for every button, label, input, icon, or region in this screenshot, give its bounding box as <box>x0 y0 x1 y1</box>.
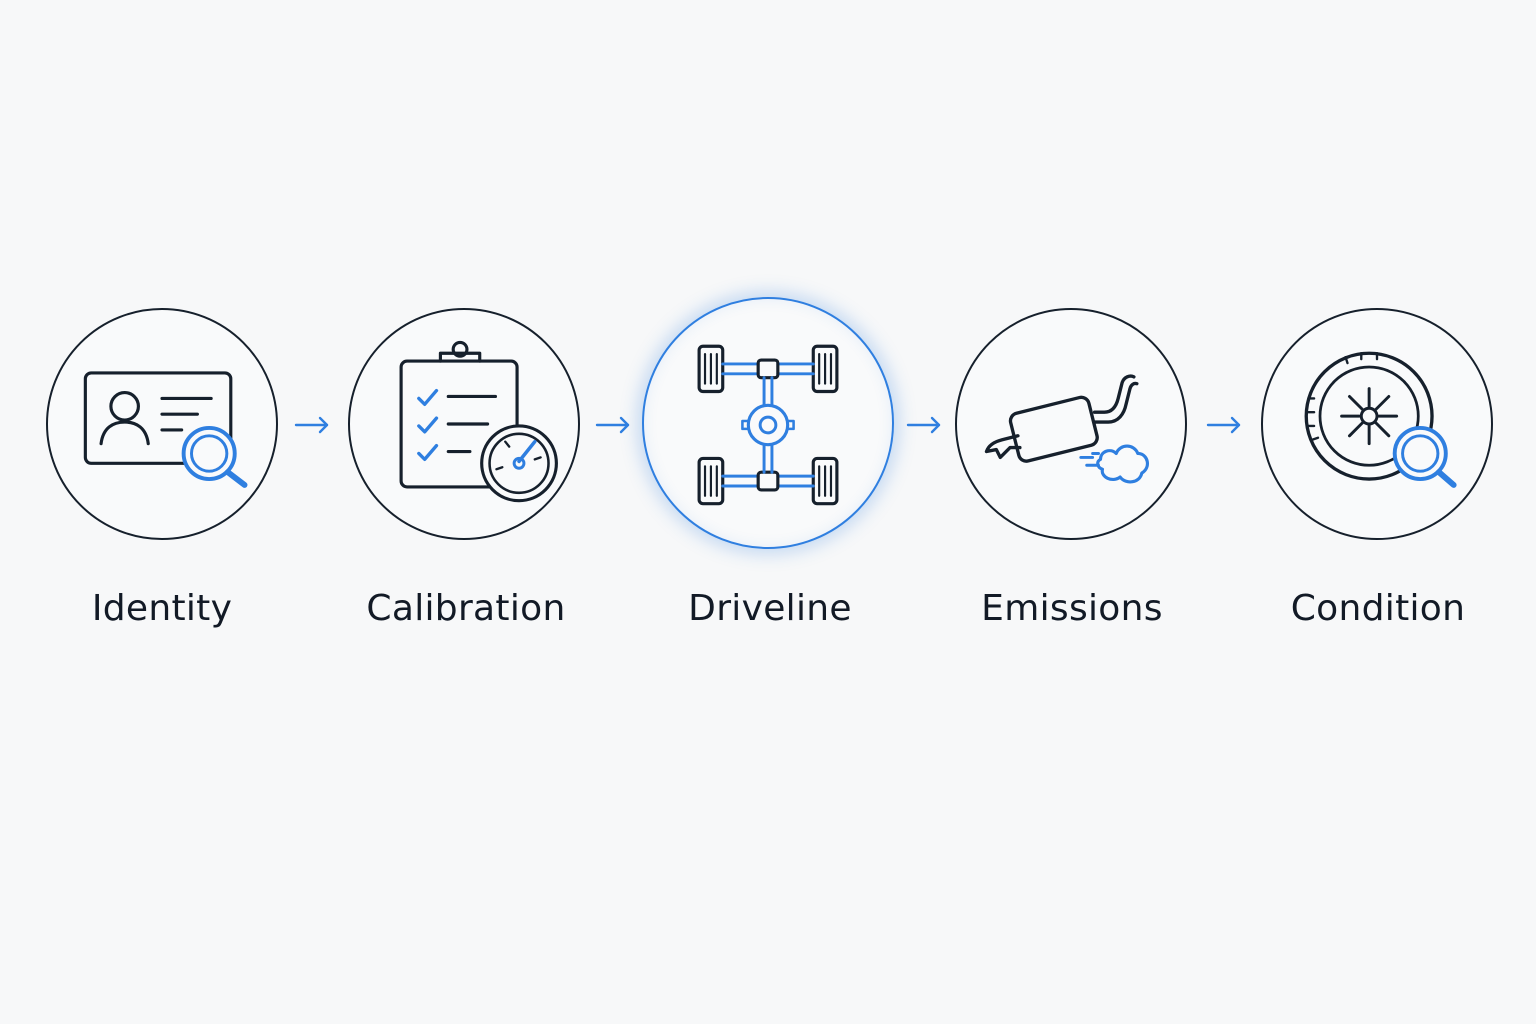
step-label-condition: Condition <box>1290 588 1466 629</box>
arrow-icon <box>1206 414 1242 436</box>
step-identity <box>46 308 278 540</box>
step-label-driveline: Driveline <box>688 588 852 629</box>
arrow-icon <box>906 414 942 436</box>
id-card-search-icon <box>83 371 248 488</box>
tire-search-icon <box>1304 351 1457 488</box>
exhaust-muffler-icon <box>984 374 1149 484</box>
clipboard-gauge-icon <box>399 340 558 503</box>
step-calibration <box>348 308 580 540</box>
chassis-driveline-icon <box>697 344 839 506</box>
arrow-icon <box>294 414 330 436</box>
step-driveline <box>642 297 894 549</box>
step-label-calibration: Calibration <box>366 588 566 629</box>
step-label-identity: Identity <box>91 588 233 629</box>
step-condition <box>1261 308 1493 540</box>
step-emissions <box>955 308 1187 540</box>
step-label-emissions: Emissions <box>981 588 1163 629</box>
arrow-icon <box>595 414 631 436</box>
